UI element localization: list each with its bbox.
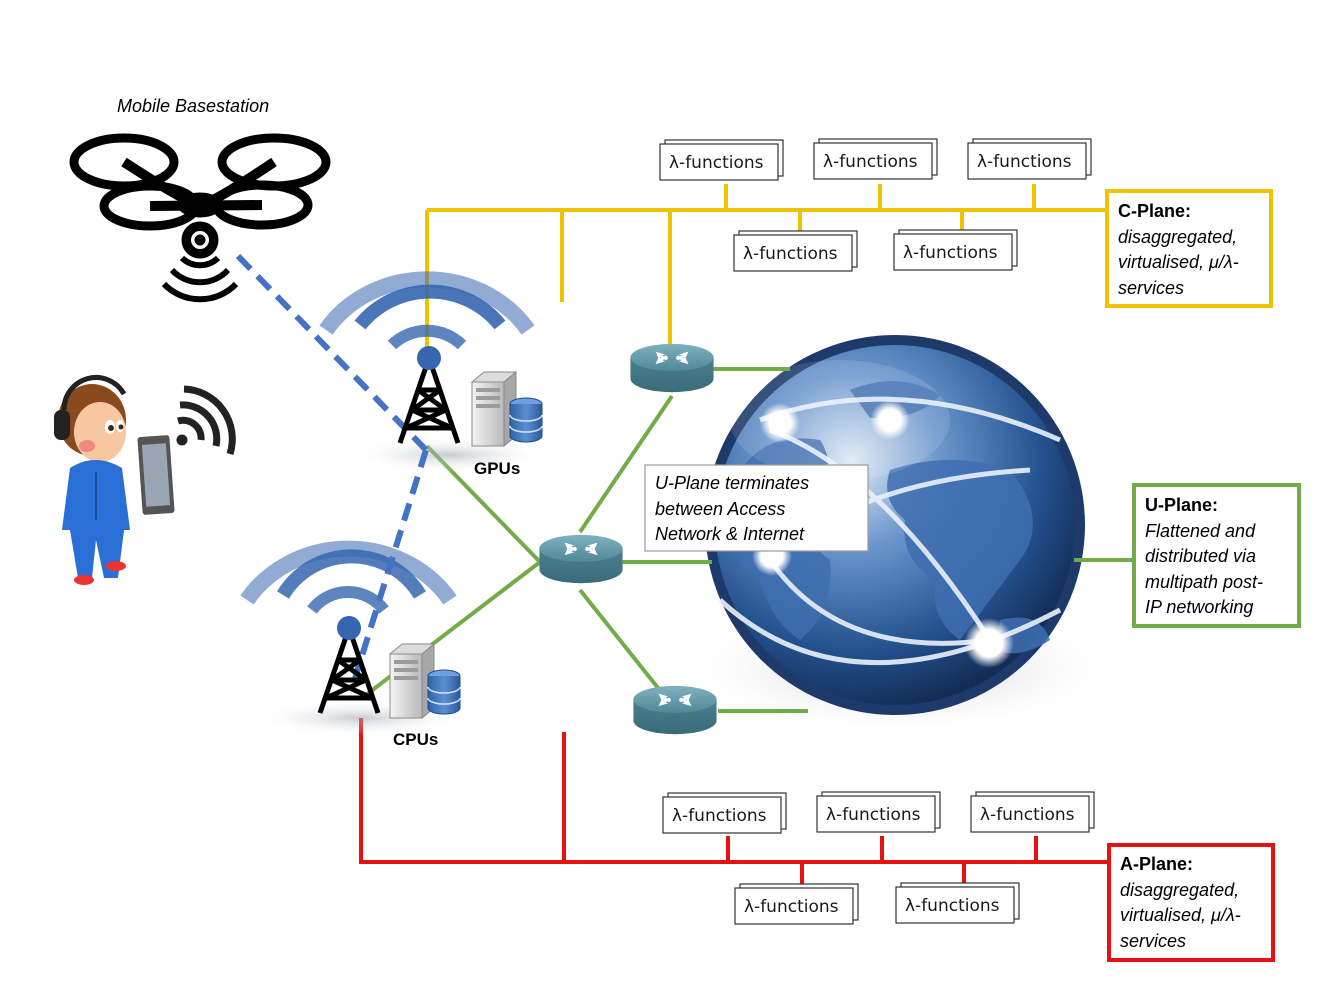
- lambda-function-box: λ-functions: [895, 882, 1020, 924]
- u-plane-box: U-Plane: Flattened and distributed via m…: [1132, 483, 1301, 628]
- svg-text:multipath post-: multipath post-: [1145, 572, 1263, 592]
- svg-text:virtualised, μ/λ-: virtualised, μ/λ-: [1118, 252, 1239, 272]
- svg-text:λ-functions: λ-functions: [980, 805, 1075, 825]
- svg-text:distributed via: distributed via: [1145, 546, 1256, 566]
- lambda-function-box: λ-functions: [733, 230, 858, 272]
- svg-text:disaggregated,: disaggregated,: [1118, 227, 1237, 247]
- c-plane-box: C-Plane: disaggregated, virtualised, μ/λ…: [1105, 189, 1273, 308]
- lambda-function-box: λ-functions: [662, 792, 787, 834]
- lambda-function-box: λ-functions: [816, 791, 941, 833]
- svg-text:λ-functions: λ-functions: [672, 806, 767, 826]
- svg-text:λ-functions: λ-functions: [823, 152, 918, 172]
- drone-caption: Mobile Basestation: [117, 96, 269, 116]
- svg-text:U-Plane terminates: U-Plane terminates: [655, 473, 809, 493]
- svg-text:λ-functions: λ-functions: [826, 805, 921, 825]
- router-center-icon: [539, 534, 623, 584]
- svg-text:services: services: [1120, 931, 1186, 951]
- svg-text:Network & Internet: Network & Internet: [655, 524, 805, 544]
- a-plane-box: A-Plane: disaggregated, virtualised, μ/λ…: [1107, 843, 1275, 962]
- cpu-server-icon: [389, 643, 461, 719]
- svg-text:A-Plane:: A-Plane:: [1120, 854, 1193, 874]
- svg-text:λ-functions: λ-functions: [905, 896, 1000, 916]
- svg-text:λ-functions: λ-functions: [743, 244, 838, 264]
- router-bottom-icon: [633, 685, 717, 735]
- phone-signal-icon: [176, 385, 236, 456]
- svg-text:λ-functions: λ-functions: [669, 153, 764, 173]
- tower-top-icon: [400, 346, 458, 443]
- uplane-note: U-Plane terminates between Access Networ…: [644, 464, 869, 552]
- tower-bottom-icon: [320, 616, 378, 713]
- c-plane-bus: [425, 184, 1106, 352]
- user-avatar: [54, 375, 130, 585]
- svg-text:services: services: [1118, 278, 1184, 298]
- svg-text:λ-functions: λ-functions: [977, 152, 1072, 172]
- svg-text:C-Plane:: C-Plane:: [1118, 201, 1191, 221]
- lambda-function-box: λ-functions: [813, 138, 938, 180]
- lambda-function-box: λ-functions: [734, 883, 859, 925]
- svg-text:virtualised, μ/λ-: virtualised, μ/λ-: [1120, 905, 1241, 925]
- svg-text:U-Plane:: U-Plane:: [1145, 495, 1218, 515]
- lambda-function-box: λ-functions: [967, 138, 1092, 180]
- drone-icon: [69, 133, 331, 303]
- phone-icon: [137, 435, 175, 515]
- svg-text:λ-functions: λ-functions: [744, 897, 839, 917]
- svg-text:λ-functions: λ-functions: [903, 243, 998, 263]
- svg-text:disaggregated,: disaggregated,: [1120, 880, 1239, 900]
- gpu-label: GPUs: [474, 459, 520, 478]
- tower-bottom-waves: [240, 540, 457, 614]
- lambda-function-box: λ-functions: [659, 139, 784, 181]
- router-top-icon: [630, 343, 714, 393]
- lambda-function-box: λ-functions: [893, 229, 1018, 271]
- svg-text:between Access: between Access: [655, 499, 785, 519]
- lambda-function-box: λ-functions: [970, 791, 1095, 833]
- svg-text:IP networking: IP networking: [1145, 597, 1253, 617]
- a-plane-bus: [359, 718, 1108, 886]
- tower-top-waves: [319, 271, 535, 350]
- cpu-label: CPUs: [393, 730, 438, 749]
- wireless-links: [235, 253, 431, 689]
- gpu-server-icon: [471, 371, 543, 447]
- svg-text:Flattened and: Flattened and: [1145, 521, 1256, 541]
